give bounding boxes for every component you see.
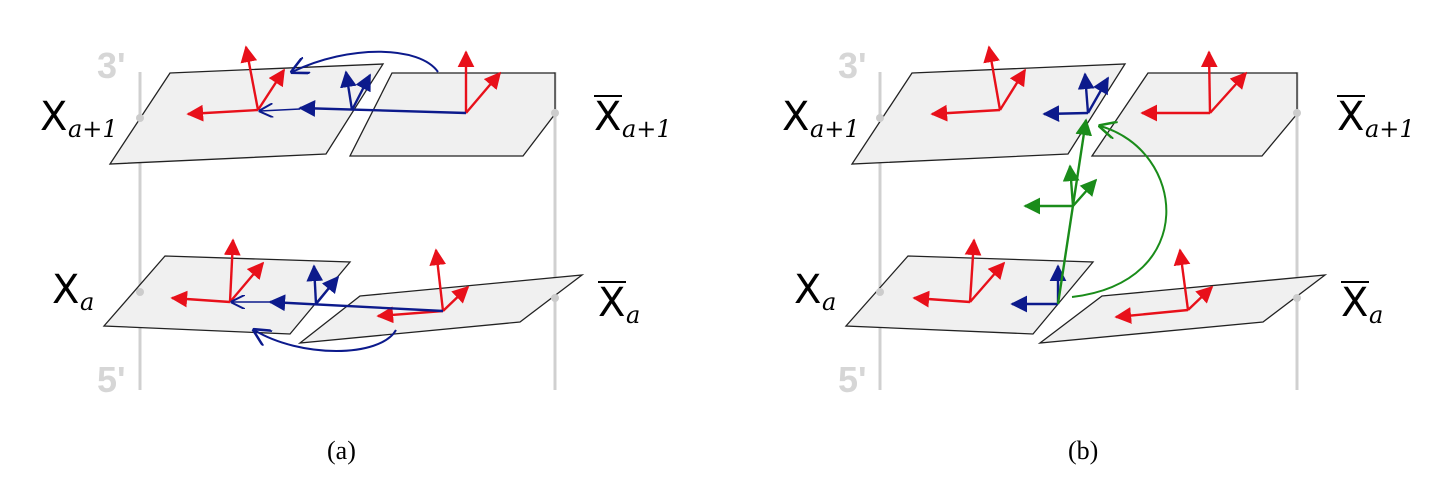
frame-right-top <box>457 50 502 114</box>
plane-right-top <box>1090 72 1298 157</box>
label-x-a1-left: X a+1 <box>40 94 118 143</box>
transform-top <box>260 50 467 113</box>
svg-text:a: a <box>822 288 836 316</box>
svg-text:a+1: a+1 <box>68 115 118 143</box>
svg-text:a: a <box>1369 301 1383 329</box>
plane-right-bottom <box>1037 274 1328 344</box>
label-x-a-left: X a <box>52 267 94 316</box>
caption-b: (b) <box>1068 436 1098 465</box>
strand-label-3prime: 3' <box>97 45 126 86</box>
svg-text:X: X <box>782 94 809 140</box>
plane-left-bottom <box>102 255 352 335</box>
label-x-a1-left: X a+1 <box>782 94 860 143</box>
svg-text:a+1: a+1 <box>622 115 672 143</box>
frame-left-top <box>930 45 1027 122</box>
strand-label-5prime: 5' <box>838 359 867 400</box>
frame-left-bottom <box>912 238 1006 308</box>
caption-a: (a) <box>327 436 356 465</box>
label-xbar-a-right: X a <box>1341 280 1383 329</box>
svg-text:X: X <box>598 280 625 326</box>
strand-label-3prime: 3' <box>838 45 867 86</box>
plane-left-top <box>850 63 1127 165</box>
svg-text:a+1: a+1 <box>1365 115 1415 143</box>
svg-text:a: a <box>626 301 640 329</box>
label-xbar-a1-right: X a+1 <box>594 94 672 143</box>
svg-text:X: X <box>52 267 79 313</box>
plane-right-top <box>348 72 556 157</box>
frame-right-top <box>1140 50 1248 122</box>
transform-bottom <box>232 264 444 352</box>
panel-a: 3' 5' <box>40 45 672 465</box>
frame-right-bottom <box>376 248 470 324</box>
transform-green <box>1023 118 1168 305</box>
plane-left-top <box>108 63 385 165</box>
svg-text:a+1: a+1 <box>810 115 860 143</box>
label-x-a-left: X a <box>794 267 836 316</box>
plane-right-bottom <box>297 274 585 344</box>
svg-text:X: X <box>1337 94 1364 140</box>
svg-text:X: X <box>40 94 67 140</box>
frame-right-bottom <box>1114 248 1214 324</box>
label-xbar-a-right: X a <box>598 280 640 329</box>
svg-text:X: X <box>594 94 621 140</box>
svg-text:X: X <box>794 267 821 313</box>
svg-text:a: a <box>80 288 94 316</box>
label-xbar-a1-right: X a+1 <box>1337 94 1415 143</box>
strand-label-5prime: 5' <box>97 359 126 400</box>
svg-text:X: X <box>1341 280 1368 326</box>
panel-b: 3' 5' <box>782 45 1415 465</box>
frame-blue-top <box>1042 72 1110 123</box>
